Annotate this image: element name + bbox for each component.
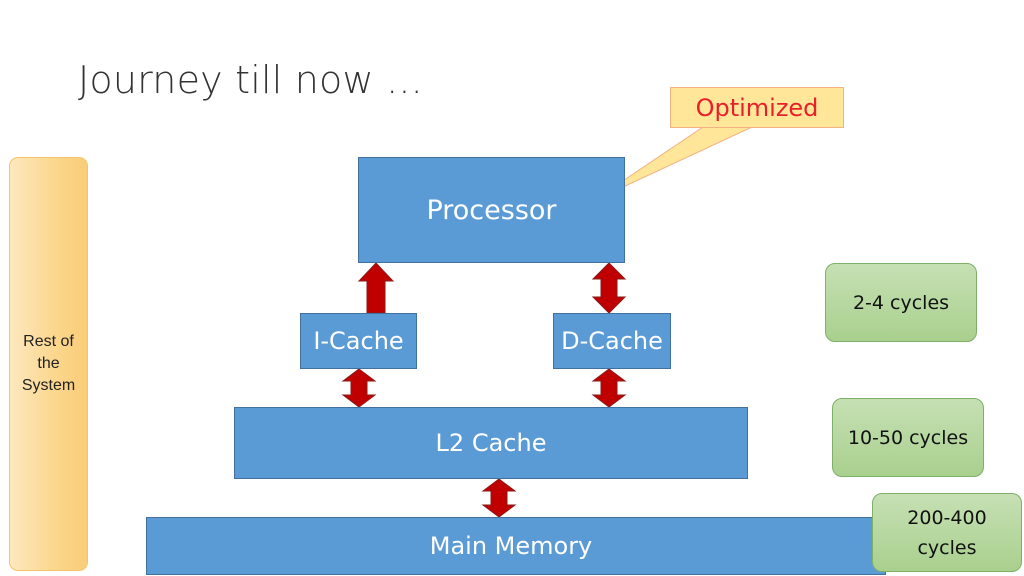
l2cache-block: L2 Cache [234,407,748,479]
slide-title: Journey till now ... [78,58,423,102]
latency-memory-badge: 200-400 cycles [872,493,1022,572]
dcache-label: D-Cache [561,327,663,355]
arrow-dcache-l2 [591,368,627,408]
rest-of-system-bar: Rest of the System [9,157,88,571]
arrow-icache-l2 [341,368,377,408]
dcache-block: D-Cache [553,313,671,369]
icache-block: I-Cache [300,313,417,369]
latency-l2-badge: 10-50 cycles [832,398,984,477]
processor-label: Processor [426,194,557,226]
icache-label: I-Cache [313,327,404,355]
latency-l1-text: 2-4 cycles [852,291,950,314]
arrow-l2-memory [481,478,517,518]
processor-block: Processor [358,157,625,263]
main-memory-block: Main Memory [146,517,886,575]
latency-l1-badge: 2-4 cycles [825,263,977,342]
arrow-dcache-processor [591,262,627,314]
latency-memory-line-1: 200-400 [907,506,987,529]
latency-l2-text: 10-50 cycles [847,426,969,449]
sidebar-label-line-3: System [21,377,76,394]
sidebar-label-line-1: Rest of [23,333,74,350]
sidebar-label-line-2: the [37,355,60,372]
l2cache-label: L2 Cache [435,429,547,457]
arrow-icache-to-processor [357,262,395,314]
latency-memory-line-2: cycles [917,536,977,559]
optimized-callout: Optimized [670,87,844,128]
main-memory-label: Main Memory [429,532,593,560]
